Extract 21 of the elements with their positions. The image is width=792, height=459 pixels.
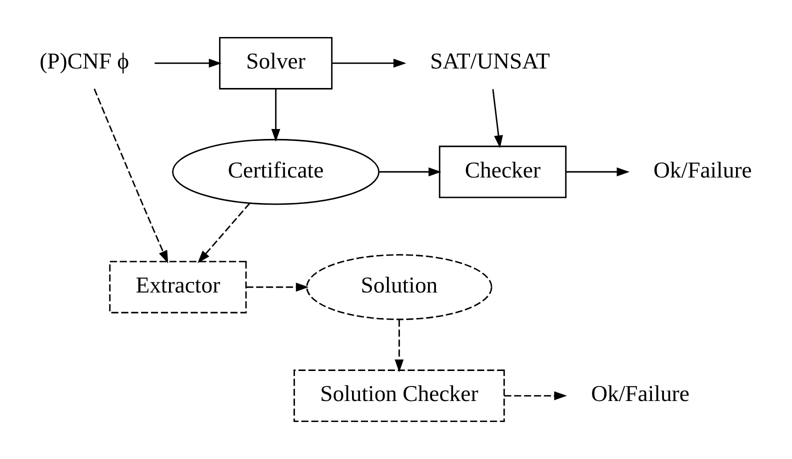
node-ellipse: Solution <box>306 254 492 320</box>
arrow <box>504 391 567 400</box>
node-text: Ok/Failure <box>591 381 690 406</box>
arrow <box>566 167 630 176</box>
arrow <box>94 88 168 264</box>
node-text: Ok/Failure <box>654 157 752 182</box>
node-box: Solver <box>219 36 333 90</box>
arrow <box>198 202 250 264</box>
node-text: SAT/UNSAT <box>430 48 550 74</box>
arrow <box>394 320 404 372</box>
node-box: Extractor <box>109 260 247 314</box>
arrow <box>492 89 503 148</box>
arrow <box>154 58 222 68</box>
arrow <box>246 282 309 292</box>
arrow <box>271 89 280 142</box>
arrow <box>332 58 406 68</box>
node-box: Checker <box>438 146 567 198</box>
node-text: (P)CNF ϕ <box>40 48 130 74</box>
node-ellipse: Certificate <box>172 138 380 205</box>
node-box: Solution Checker <box>294 370 505 422</box>
arrow <box>380 167 442 176</box>
